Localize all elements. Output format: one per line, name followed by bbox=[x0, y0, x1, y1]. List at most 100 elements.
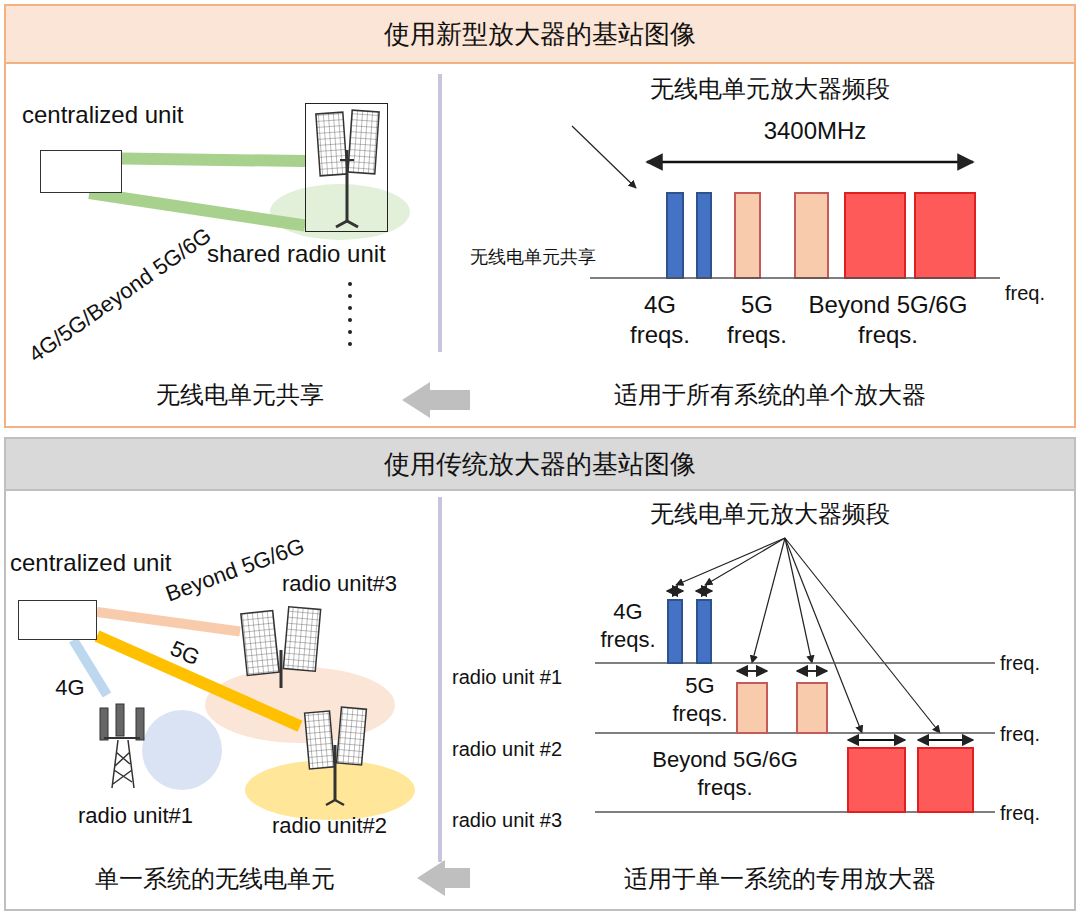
drawing-part bbox=[737, 683, 767, 733]
link-label: 4G/5G/Beyond 5G/6G bbox=[23, 222, 216, 369]
link-label: 4G bbox=[55, 674, 84, 702]
drawing-part bbox=[348, 342, 352, 346]
panel-heading: 使用传统放大器的基站图像 bbox=[6, 439, 1074, 491]
text-label: radio unit #1 bbox=[452, 665, 562, 690]
text-label: Beyond 5G/6G freqs. bbox=[625, 746, 825, 801]
drawing-part bbox=[316, 112, 347, 176]
antenna-tower bbox=[305, 707, 367, 805]
text-label: 无线电单元放大器频段 bbox=[650, 499, 890, 529]
text-label: 无线电单元放大器频段 bbox=[650, 74, 890, 104]
drawing-part bbox=[100, 708, 108, 740]
drawing-part bbox=[737, 670, 767, 672]
bandwidth-arrows bbox=[667, 591, 973, 740]
drawing-part bbox=[845, 193, 905, 278]
radio-unit: shared radio unit bbox=[305, 103, 388, 232]
radio-unit: radio unit#1 bbox=[95, 695, 155, 790]
drawing-part bbox=[752, 538, 785, 663]
drawing-part bbox=[785, 538, 862, 733]
drawing-part bbox=[595, 732, 995, 734]
antenna-tower bbox=[241, 607, 321, 688]
drawing-part bbox=[241, 610, 279, 675]
drawing-part bbox=[305, 711, 335, 769]
drawing-part bbox=[595, 662, 995, 664]
drawing-part bbox=[326, 800, 335, 805]
drawing-part bbox=[335, 800, 344, 805]
panel: 使用新型放大器的基站图像centralized unitshared radio… bbox=[4, 4, 1076, 428]
drawing-part bbox=[797, 683, 827, 733]
radio-unit: radio unit#2 bbox=[300, 700, 370, 805]
frequency-bars bbox=[667, 193, 975, 278]
link-band bbox=[89, 193, 305, 226]
drawing-part bbox=[104, 737, 140, 739]
drawing-part bbox=[705, 538, 785, 585]
unit-label: radio unit#3 bbox=[282, 571, 397, 597]
link-band bbox=[73, 640, 107, 695]
frequency-axis bbox=[590, 277, 1000, 279]
text-label: 5G freqs. bbox=[660, 672, 740, 727]
unit-label: centralized unit bbox=[22, 101, 183, 130]
link-label: Beyond 5G/6G bbox=[162, 532, 308, 608]
drawing-part bbox=[348, 330, 352, 334]
drawing-part bbox=[348, 318, 352, 322]
drawing-part bbox=[667, 193, 683, 278]
text-label: 适用于所有系统的单个放大器 bbox=[614, 380, 926, 410]
coverage-area bbox=[142, 710, 222, 790]
drawing-part bbox=[348, 306, 352, 310]
drawing-part bbox=[116, 704, 124, 736]
unit-label: radio unit#1 bbox=[78, 803, 193, 829]
drawing-part bbox=[280, 650, 283, 688]
frequency-bars bbox=[668, 600, 973, 812]
drawing-part bbox=[848, 739, 905, 741]
antenna-tower bbox=[100, 704, 144, 788]
drawing-part bbox=[697, 193, 711, 278]
radio-unit: radio unit#3 bbox=[240, 600, 325, 690]
text-label: 无线电单元共享 bbox=[156, 380, 324, 410]
text-label: radio unit #3 bbox=[452, 808, 562, 833]
unit-label: shared radio unit bbox=[207, 240, 386, 269]
text-label: 单一系统的无线电单元 bbox=[95, 864, 335, 894]
drawing-part bbox=[336, 221, 347, 227]
leader-arrow bbox=[572, 126, 636, 188]
link-band bbox=[97, 612, 240, 632]
divider-line bbox=[438, 74, 442, 352]
drawing-part bbox=[797, 670, 827, 672]
drawing-part bbox=[697, 600, 711, 663]
text-label: 4G freqs. bbox=[588, 598, 668, 653]
text-label: 3400MHz bbox=[764, 116, 867, 146]
unit-box: centralized unit bbox=[40, 150, 122, 193]
drawing-part bbox=[667, 590, 683, 592]
drawing-part bbox=[785, 538, 940, 733]
drawing-part bbox=[795, 193, 828, 278]
text-label: 5G freqs. bbox=[712, 290, 802, 350]
leader-arrows bbox=[676, 538, 940, 733]
text-label: radio unit #2 bbox=[452, 737, 562, 762]
coverage-area bbox=[245, 760, 415, 820]
frequency-axis bbox=[595, 663, 995, 812]
drawing-part bbox=[735, 193, 760, 278]
drawing-part bbox=[348, 110, 379, 174]
link-label: 5G bbox=[166, 634, 204, 671]
link-band bbox=[97, 636, 300, 726]
text-label: freq. bbox=[1005, 281, 1045, 306]
drawing-part bbox=[918, 748, 973, 812]
antenna-tower bbox=[316, 110, 379, 227]
drawing-part bbox=[676, 538, 785, 585]
drawing-part bbox=[348, 282, 352, 286]
link-band bbox=[122, 159, 305, 161]
text-label: Beyond 5G/6G freqs. bbox=[788, 290, 988, 350]
drawing-part bbox=[112, 740, 134, 788]
text-label: freq. bbox=[1000, 651, 1040, 676]
text-label: 无线电单元共享 bbox=[470, 246, 596, 269]
drawing-part bbox=[668, 600, 682, 663]
coverage-area bbox=[205, 667, 395, 743]
drawing-part bbox=[696, 590, 712, 592]
drawing-part bbox=[348, 294, 352, 298]
bandwidth-arrow bbox=[647, 161, 973, 164]
drawing-part bbox=[848, 748, 905, 812]
text-label: freq. bbox=[1000, 801, 1040, 826]
text-label: 适用于单一系统的专用放大器 bbox=[624, 864, 936, 894]
drawing-part bbox=[918, 739, 973, 741]
